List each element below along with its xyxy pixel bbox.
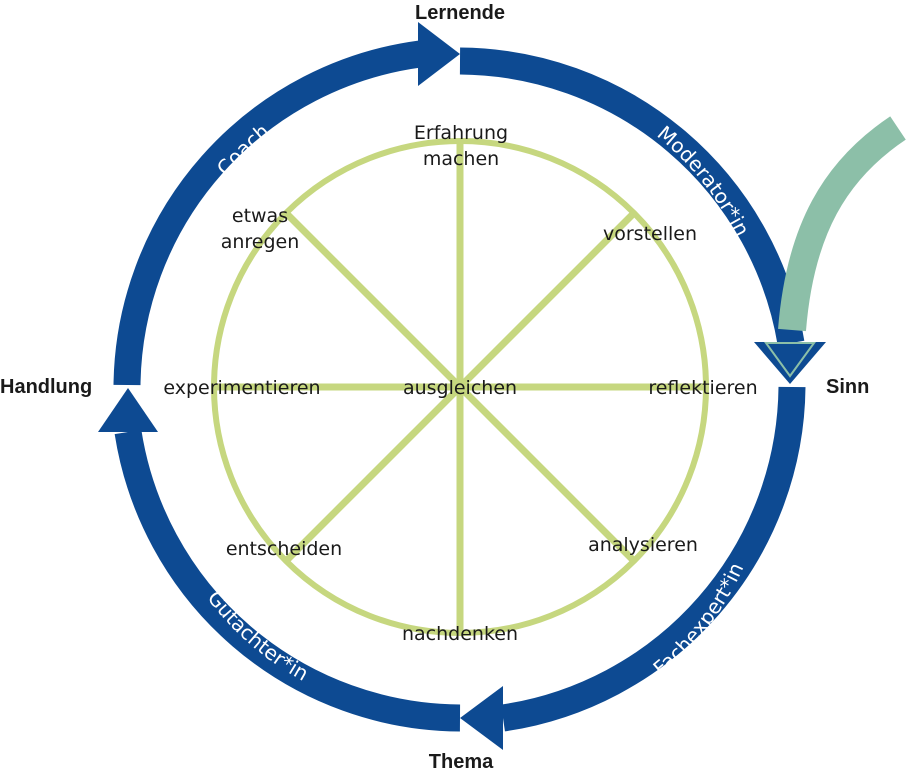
pole-right-label: Sinn (826, 376, 869, 398)
role-bottom-left-label: Gutachter*in (203, 586, 313, 686)
inner-wheel (211, 138, 709, 636)
arc-sinn-to-thema (460, 386, 806, 750)
wheel-top-left-label-line1: etwas (232, 205, 288, 227)
pole-bottom-label: Thema (429, 751, 494, 773)
wheel-bottom-right-label: analysieren (588, 534, 698, 556)
wheel-bottom-left-label: entscheiden (226, 538, 342, 560)
pole-top-label: Lernende (415, 2, 505, 24)
cycle-arrows (98, 22, 826, 750)
wheel-right-label: reflektieren (648, 377, 757, 399)
svg-text:Gutachter*in: Gutachter*in (203, 586, 313, 686)
wheel-center-label: ausgleichen (403, 377, 517, 399)
wheel-top-label-line1: Erfahrung (414, 122, 508, 144)
arc-thema-to-handlung (98, 388, 461, 732)
wheel-top-label-line2: machen (423, 148, 499, 170)
wheel-bottom-label: nachdenken (402, 623, 518, 645)
wheel-top-right-label: vorstellen (603, 223, 697, 245)
pole-left-label: Handlung (0, 376, 92, 398)
arc-handlung-to-lernende (113, 22, 460, 386)
incoming-arrow (764, 116, 906, 378)
wheel-left-label: experimentieren (163, 377, 320, 399)
role-bottom-right-label: Fachexpert*in (648, 559, 748, 681)
wheel-top-left-label-line2: anregen (221, 231, 300, 253)
svg-text:Fachexpert*in: Fachexpert*in (648, 559, 748, 681)
